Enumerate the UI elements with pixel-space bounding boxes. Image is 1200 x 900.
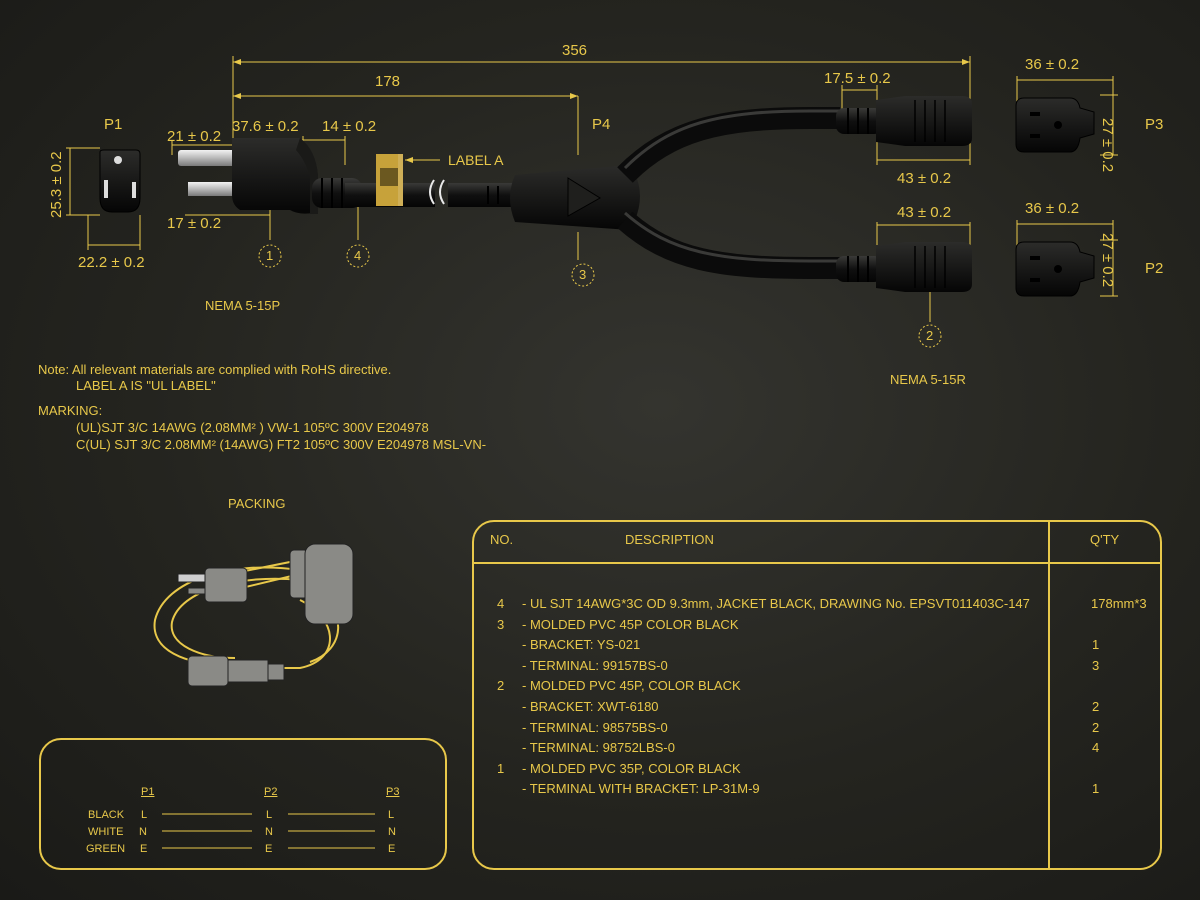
bom-row-qty: 1	[1092, 781, 1100, 797]
wire-color: GREEN	[86, 843, 126, 855]
dim-p2-width: 36 ± 0.2	[1025, 200, 1080, 217]
bom-row-description: - MOLDED PVC 45P COLOR BLACK	[522, 616, 739, 632]
wire-p2: L	[266, 809, 273, 821]
p3-front-view	[1015, 97, 1095, 153]
packing-parts	[177, 543, 354, 687]
bom-row-qty: 2	[1092, 719, 1100, 735]
callout-2: 2	[926, 328, 934, 343]
bom-row-description: - TERMINAL: 99157BS-0	[522, 657, 668, 673]
wire-p3: N	[388, 826, 396, 838]
dimension-lines	[66, 56, 1118, 322]
bom-row-qty: 2	[1092, 699, 1100, 714]
wire-p3: E	[388, 843, 396, 855]
wiring-table	[39, 738, 447, 870]
label-p3: P3	[1145, 116, 1164, 133]
bom-row-description: - TERMINAL WITH BRACKET: LP-31M-9	[522, 781, 760, 797]
callout-3: 3	[579, 267, 587, 282]
wire-p2: N	[265, 826, 273, 838]
bom-header-qty: Q'TY	[1090, 532, 1120, 547]
bom-row-description: - MOLDED PVC 45P, COLOR BLACK	[522, 678, 741, 694]
wiring-header-p1: P1	[141, 786, 155, 798]
p1-plug-body	[178, 138, 362, 214]
label-a: LABEL A	[448, 152, 504, 168]
p4-splitter	[510, 165, 640, 230]
bom-row-qty: 4	[1092, 740, 1100, 756]
dim-p3-height: 27 ± 0.2	[1099, 118, 1116, 173]
wire-p2: E	[265, 843, 273, 855]
wire-color: WHITE	[88, 826, 124, 838]
bom-row-no: 1	[497, 760, 505, 776]
dim-p3-width: 36 ± 0.2	[1025, 56, 1080, 73]
branch-lower	[617, 211, 840, 279]
dim-p2-height: 27 ± 0.2	[1099, 233, 1116, 288]
marking-title: MARKING:	[38, 403, 103, 418]
wire-color: BLACK	[88, 809, 125, 821]
dim-p1-height: 25.3 ± 0.2	[48, 151, 65, 218]
bom-row-description: - TERMINAL: 98752LBS-0	[522, 740, 675, 756]
dim-plug-c: 14 ± 0.2	[322, 118, 377, 135]
bom-row-description: - UL SJT 14AWG*3C OD 9.3mm, JACKET BLACK…	[522, 596, 1030, 611]
label-nema-receptacle: NEMA 5-15R	[890, 372, 966, 387]
bom-row-no: 4	[497, 596, 505, 611]
p2-receptacle-body	[836, 242, 972, 292]
bom-row-qty: 178mm*3	[1091, 596, 1147, 611]
wiring-header-p2: P2	[264, 786, 278, 798]
bom-row-qty: 1	[1092, 637, 1100, 653]
bom-row-description: - TERMINAL: 98575BS-0	[522, 719, 668, 735]
bom-header-divider	[473, 562, 1161, 564]
bom-row-qty: 3	[1092, 657, 1100, 673]
bom-row-description: - MOLDED PVC 35P, COLOR BLACK	[522, 760, 741, 776]
note-rohs: Note: All relevant materials are complie…	[38, 362, 392, 377]
bom-table	[472, 520, 1162, 870]
bom-row-no: 3	[497, 616, 505, 632]
wiring-header-p3: P3	[386, 786, 400, 798]
label-p4: P4	[592, 116, 611, 133]
wire-p1: E	[140, 843, 148, 855]
dim-p2-length: 43 ± 0.2	[897, 204, 952, 221]
dim-plug-d: 17 ± 0.2	[167, 215, 222, 232]
branch-upper	[617, 107, 840, 183]
label-p2: P2	[1145, 260, 1164, 277]
p1-front-view	[99, 149, 141, 213]
label-p1: P1	[104, 116, 123, 133]
dim-plug-b: 37.6 ± 0.2	[232, 118, 299, 135]
packing-title: PACKING	[228, 496, 286, 511]
bom-column-divider	[1048, 521, 1050, 869]
dim-p3-clip: 17.5 ± 0.2	[824, 70, 891, 87]
marking-ul: (UL)SJT 3/C 14AWG (2.08MM² ) VW-1 105ºC …	[76, 420, 429, 435]
label-nema-plug: NEMA 5-15P	[205, 298, 281, 313]
break-mark	[429, 179, 445, 205]
marking-cul: C(UL) SJT 3/C 2.08MM² (14AWG) FT2 105ºC …	[76, 437, 487, 452]
callout-4: 4	[354, 248, 362, 263]
p2-front-view	[1015, 241, 1095, 297]
callout-1: 1	[266, 248, 274, 263]
bom-header-no: NO.	[490, 532, 514, 547]
bom-row-no: 2	[497, 678, 505, 694]
bom-header-description: DESCRIPTION	[625, 532, 714, 547]
p3-receptacle-body	[836, 96, 972, 146]
wire-p3: L	[388, 809, 395, 821]
dimension-arrows	[233, 59, 970, 163]
dim-total: 356	[562, 42, 588, 59]
dim-plug-a: 21 ± 0.2	[167, 128, 222, 145]
callout-circles	[258, 244, 942, 348]
wire-p1: L	[141, 809, 148, 821]
wire-p1: N	[139, 826, 147, 838]
note-label-a: LABEL A IS "UL LABEL"	[76, 378, 216, 393]
bom-row-description: - BRACKET: XWT-6180	[522, 699, 659, 714]
wiring-lines	[162, 813, 375, 849]
bom-row-description: - BRACKET: YS-021	[522, 637, 641, 653]
dim-p3-length: 43 ± 0.2	[897, 170, 952, 187]
dim-half: 178	[375, 73, 401, 90]
dim-p1-width: 22.2 ± 0.2	[78, 254, 145, 271]
